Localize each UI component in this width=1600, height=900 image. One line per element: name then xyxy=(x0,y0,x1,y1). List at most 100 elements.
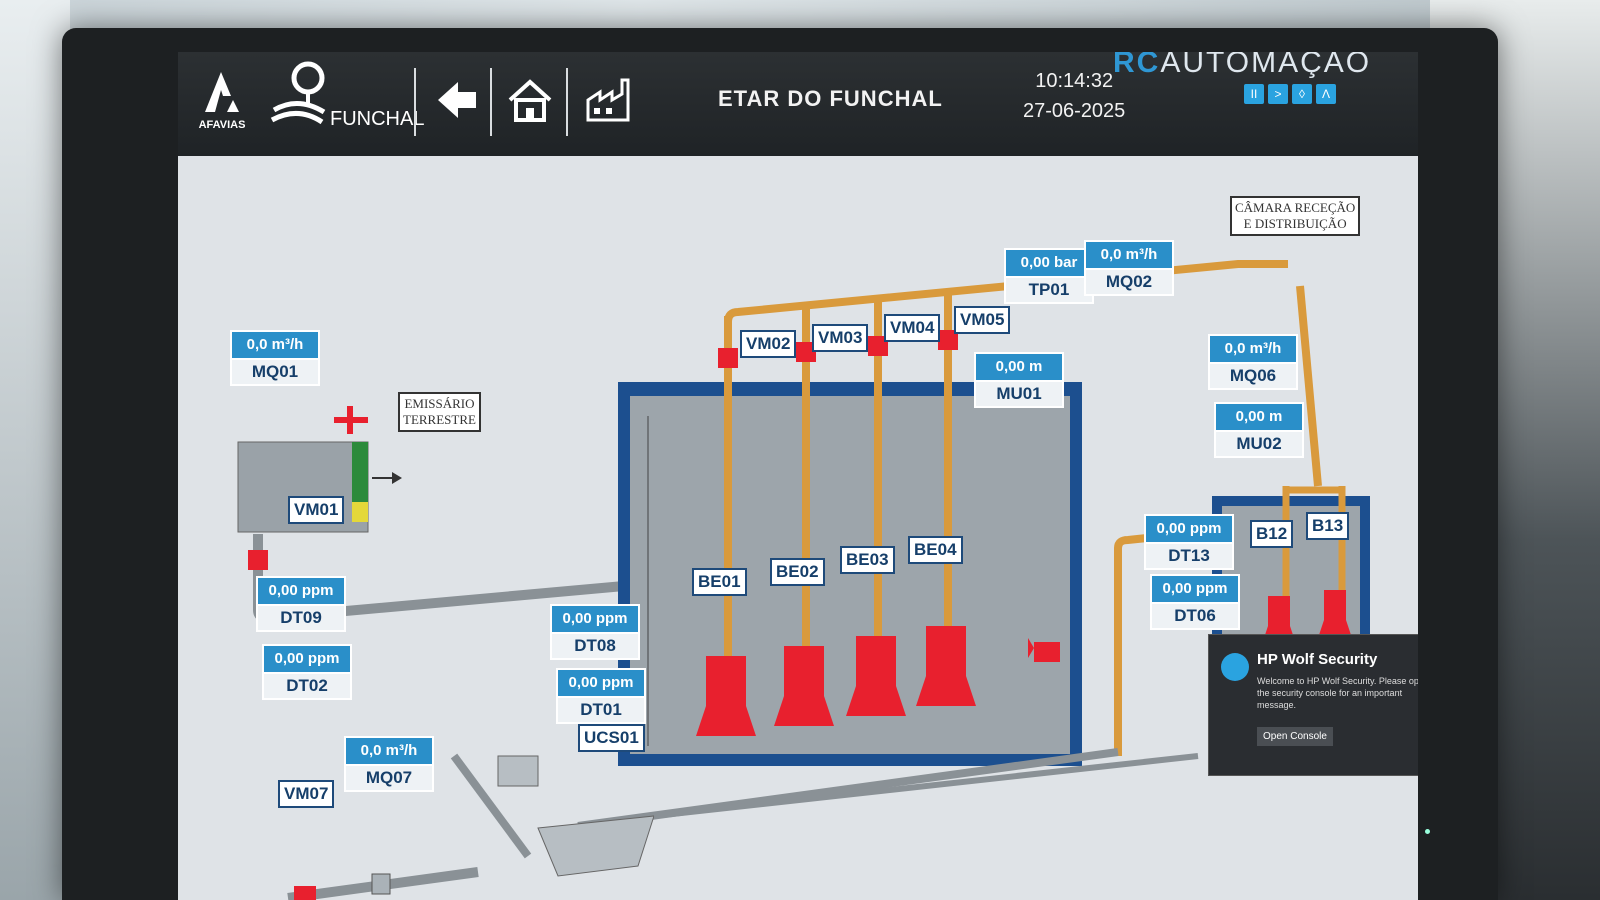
emissario-line-2: TERRESTRE xyxy=(403,412,476,427)
afavias-logo-text: AFAVIAS xyxy=(198,119,246,131)
meter-dt06-value: 0,00 ppm xyxy=(1150,574,1240,604)
window-left-background xyxy=(0,0,70,900)
meter-dt13-value: 0,00 ppm xyxy=(1144,514,1234,544)
afavias-logo-icon xyxy=(205,72,239,112)
home-icon[interactable] xyxy=(504,74,556,126)
valve-vm05-icon xyxy=(938,330,958,350)
camara-line-1: CÂMARA RECEÇÃO xyxy=(1235,200,1356,215)
pause-button[interactable]: II xyxy=(1244,84,1264,104)
notification-message: Welcome to HP Wolf Security. Please open… xyxy=(1257,676,1418,710)
mixer-icon xyxy=(1028,638,1060,662)
meter-mq07-name: MQ07 xyxy=(344,766,434,792)
clock: 10:14:32 27-06-2025 xyxy=(1023,66,1125,126)
meter-dt02-name: DT02 xyxy=(262,674,352,700)
tag-vm02[interactable]: VM02 xyxy=(740,330,797,358)
hp-wolf-security-notification: HP Wolf Security Welcome to HP Wolf Secu… xyxy=(1208,634,1418,776)
orange-pipe-right xyxy=(1296,285,1322,487)
meter-dt06[interactable]: 0,00 ppm DT06 xyxy=(1150,574,1240,630)
valve-vm04-icon xyxy=(868,336,888,356)
play-button[interactable]: > xyxy=(1268,84,1288,104)
meter-mu01[interactable]: 0,00 m MU01 xyxy=(974,352,1064,408)
camara-line-2: E DISTRIBUIÇÃO xyxy=(1243,216,1347,231)
tag-vm07[interactable]: VM07 xyxy=(278,780,335,808)
orange-risers xyxy=(724,292,952,676)
meter-dt13[interactable]: 0,00 ppm DT13 xyxy=(1144,514,1234,570)
meter-dt09-value: 0,00 ppm xyxy=(256,576,346,606)
meter-mq01-name: MQ01 xyxy=(230,360,320,386)
meter-mu02-value: 0,00 m xyxy=(1214,402,1304,432)
tag-be04[interactable]: BE04 xyxy=(908,536,963,564)
meter-mu02[interactable]: 0,00 m MU02 xyxy=(1214,402,1304,458)
open-console-button[interactable]: Open Console xyxy=(1257,727,1333,746)
screw-conveyor-head xyxy=(497,755,539,787)
brand-logo-rest: AUTOMAÇÃO xyxy=(1160,52,1372,79)
meter-mq06[interactable]: 0,0 m³/h MQ06 xyxy=(1208,334,1298,390)
valve-vm01-icon xyxy=(248,550,268,570)
meter-mq02-value: 0,0 m³/h xyxy=(1084,240,1174,270)
brand-logo: RCAUTOMAÇÃO xyxy=(1113,52,1371,80)
tag-b13[interactable]: B13 xyxy=(1306,512,1350,540)
wolf-shield-icon xyxy=(1221,653,1249,681)
pump-be01-icon xyxy=(696,656,756,736)
toolbar-separator xyxy=(414,68,416,136)
pump-be02-icon xyxy=(774,646,834,726)
up-button[interactable]: Λ xyxy=(1316,84,1336,104)
factory-icon[interactable] xyxy=(582,74,634,126)
meter-mq07[interactable]: 0,0 m³/h MQ07 xyxy=(344,736,434,792)
meter-dt01-value: 0,00 ppm xyxy=(556,668,646,698)
tag-vm03[interactable]: VM03 xyxy=(812,324,869,352)
meter-mq02-name: MQ02 xyxy=(1084,270,1174,296)
meter-mq06-name: MQ06 xyxy=(1208,364,1298,390)
tag-ucs01[interactable]: UCS01 xyxy=(578,724,645,752)
afavias-logo: AFAVIAS xyxy=(192,66,252,131)
emissario-terrestre-label: EMISSÁRIO TERRESTRE xyxy=(398,392,481,432)
funchal-logo: FUNCHAL xyxy=(268,60,424,137)
valve-vm07-icon xyxy=(294,886,316,900)
clock-time: 10:14:32 xyxy=(1035,70,1114,92)
brand-logo-strong: RC xyxy=(1113,52,1161,79)
meter-dt08[interactable]: 0,00 ppm DT08 xyxy=(550,604,640,660)
meter-dt06-name: DT06 xyxy=(1150,604,1240,630)
meter-tp01-name: TP01 xyxy=(1004,278,1094,304)
meter-dt13-name: DT13 xyxy=(1144,544,1234,570)
top-bar: AFAVIAS FUNCHAL ETAR DO FUNCHAL 10:14:32 xyxy=(178,52,1418,156)
tag-b12[interactable]: B12 xyxy=(1250,520,1294,548)
meter-dt02[interactable]: 0,00 ppm DT02 xyxy=(262,644,352,700)
page-title: ETAR DO FUNCHAL xyxy=(718,86,943,111)
funchal-logo-icon xyxy=(270,61,326,125)
grey-pipe-bottom-long xyxy=(653,753,1199,819)
meter-dt08-name: DT08 xyxy=(550,634,640,660)
tag-be03[interactable]: BE03 xyxy=(840,546,895,574)
tag-vm05[interactable]: VM05 xyxy=(954,306,1011,334)
meter-tp01[interactable]: 0,00 bar TP01 xyxy=(1004,248,1094,304)
meter-mu01-name: MU01 xyxy=(974,382,1064,408)
meter-mu01-value: 0,00 m xyxy=(974,352,1064,382)
tag-vm01[interactable]: VM01 xyxy=(288,496,345,524)
meter-mq01[interactable]: 0,0 m³/h MQ01 xyxy=(230,330,320,386)
level-gauge-fill xyxy=(352,502,368,522)
meter-dt09-name: DT09 xyxy=(256,606,346,632)
screw-conveyor-chute xyxy=(450,753,532,859)
back-arrow-icon[interactable] xyxy=(430,74,482,126)
emissario-line-1: EMISSÁRIO xyxy=(404,396,475,411)
screw-conveyor-hopper xyxy=(537,815,655,877)
meter-dt02-value: 0,00 ppm xyxy=(262,644,352,674)
clock-date: 27-06-2025 xyxy=(1023,100,1126,122)
meter-dt09[interactable]: 0,00 ppm DT09 xyxy=(256,576,346,632)
meter-dt01[interactable]: 0,00 ppm DT01 xyxy=(556,668,646,724)
flow-meter-mq07-icon xyxy=(371,873,391,895)
meter-mu02-name: MU02 xyxy=(1214,432,1304,458)
funchal-logo-text: FUNCHAL xyxy=(330,108,425,130)
tag-be01[interactable]: BE01 xyxy=(692,568,747,596)
toolbar-separator xyxy=(490,68,492,136)
valve-vm03-icon xyxy=(796,342,816,362)
meter-mq02[interactable]: 0,0 m³/h MQ02 xyxy=(1084,240,1174,296)
orange-manifold xyxy=(724,260,1288,323)
diamond-button[interactable]: ◊ xyxy=(1292,84,1312,104)
pump-be03-icon xyxy=(846,636,906,716)
tag-be02[interactable]: BE02 xyxy=(770,558,825,586)
notification-title: HP Wolf Security xyxy=(1257,651,1378,668)
meter-mq01-value: 0,0 m³/h xyxy=(230,330,320,360)
tag-vm04[interactable]: VM04 xyxy=(884,314,941,342)
pump-be04-icon xyxy=(916,626,976,706)
